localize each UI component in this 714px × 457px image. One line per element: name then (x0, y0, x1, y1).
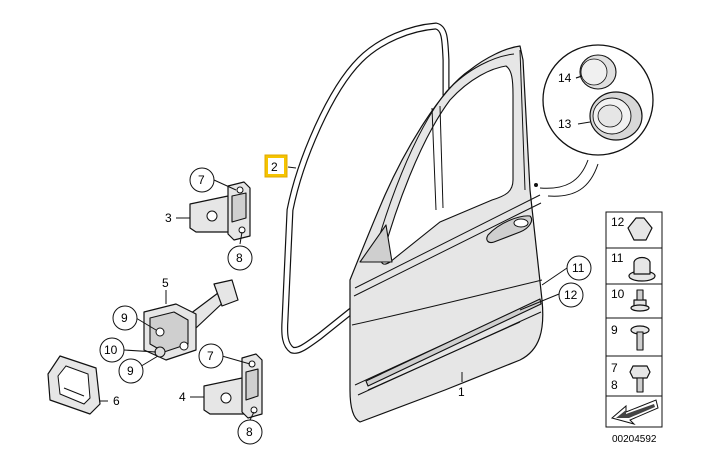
svg-text:7: 7 (207, 349, 214, 363)
label-hinge-upper: 3 (165, 211, 172, 225)
panel-label-9: 9 (611, 323, 618, 337)
plug-large[interactable] (589, 91, 643, 141)
callouts (100, 75, 583, 421)
label-door: 1 (458, 385, 465, 399)
panel-label-11: 11 (611, 251, 624, 265)
rivet-icon (628, 256, 656, 282)
label-bush-check: 10 (99, 337, 125, 363)
plug-detail-magnifier (539, 44, 654, 197)
label-bolt-lower: 7 (198, 343, 224, 369)
door-check-cover[interactable] (47, 355, 101, 415)
label-moulding-lower: 12 (558, 282, 584, 308)
plug-small[interactable] (579, 54, 617, 90)
label-seal[interactable]: 2 (264, 154, 288, 178)
svg-text:8: 8 (246, 425, 253, 439)
panel-label-7: 7 (611, 361, 618, 375)
clip-icon (627, 217, 653, 241)
label-nut-lower: 8 (237, 419, 263, 445)
label-moulding-upper: 11 (566, 255, 592, 281)
svg-text:9: 9 (121, 311, 128, 325)
hex-bolt-icon (630, 325, 650, 351)
label-bolt-upper: 7 (189, 167, 215, 193)
svg-text:7: 7 (198, 173, 205, 187)
svg-text:9: 9 (127, 364, 134, 378)
bolt-washer-icon (630, 289, 650, 312)
svg-text:11: 11 (572, 261, 585, 275)
label-nut-upper: 8 (227, 245, 253, 271)
door-shell[interactable] (349, 45, 544, 423)
label-cover: 6 (113, 394, 120, 408)
hex-nut-icon (629, 365, 651, 393)
svg-text:10: 10 (104, 343, 118, 357)
label-bolt-check-a: 9 (112, 305, 138, 331)
label-plug-large: 13 (558, 117, 572, 131)
svg-text:12: 12 (564, 288, 578, 302)
upper-hinge[interactable] (189, 181, 251, 241)
panel-label-10: 10 (611, 287, 625, 301)
panel-label-12: 12 (611, 215, 625, 229)
label-plug-small: 14 (558, 71, 572, 85)
label-bolt-check-b: 9 (118, 358, 144, 384)
diagram-number: 00204592 (612, 434, 657, 445)
lower-hinge[interactable] (203, 353, 263, 419)
door-check-strap[interactable] (143, 279, 239, 361)
fastener-panel (605, 211, 663, 428)
label-door-check: 5 (162, 276, 169, 290)
arrow-icon (610, 399, 659, 425)
svg-text:2: 2 (271, 160, 278, 174)
svg-text:8: 8 (236, 251, 243, 265)
label-hinge-lower: 4 (179, 390, 186, 404)
panel-label-8: 8 (611, 378, 618, 392)
